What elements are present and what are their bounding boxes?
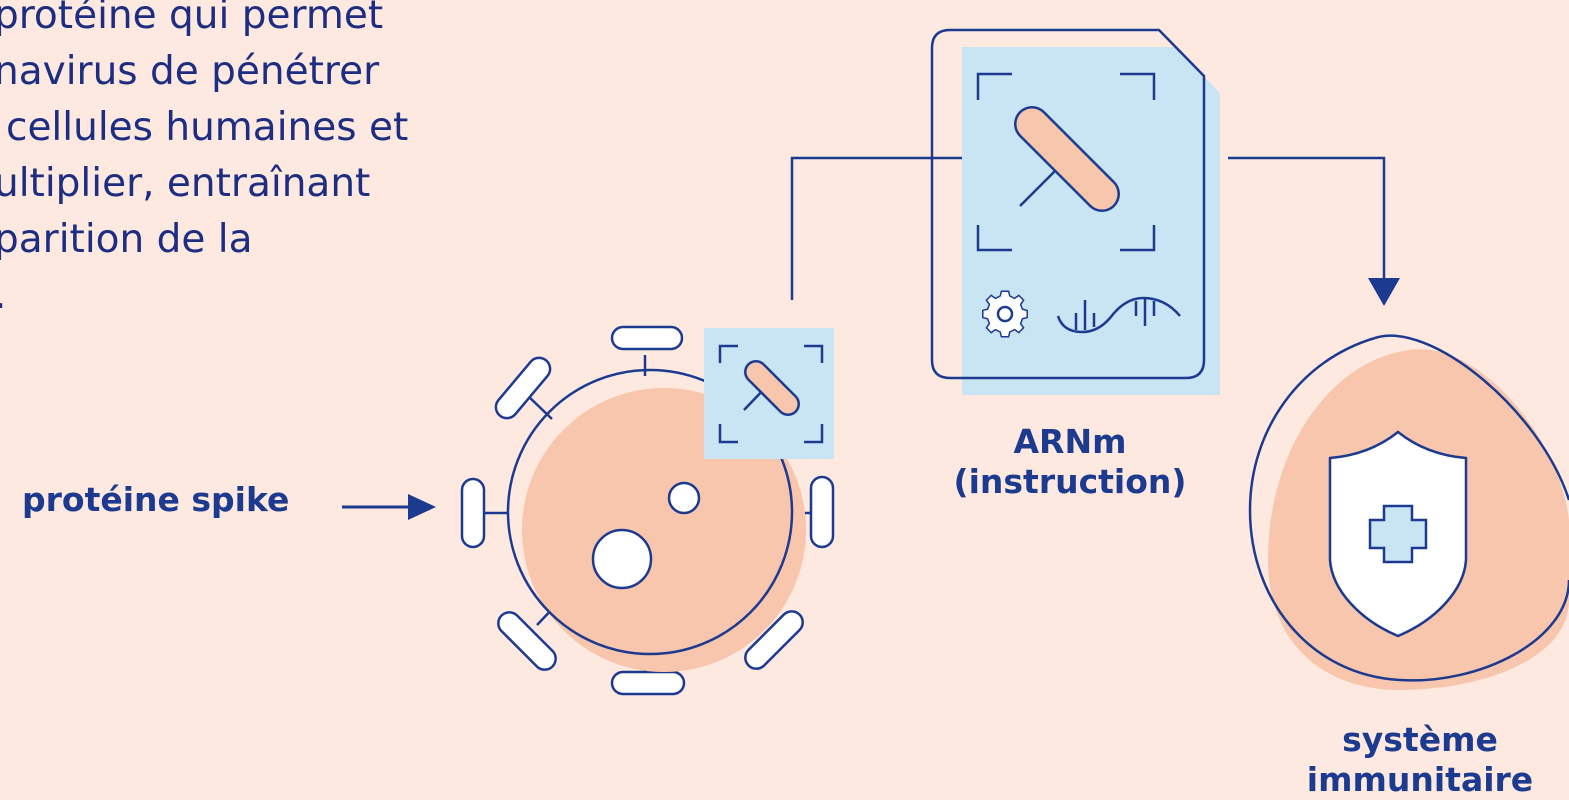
arnm-label: ARNm (instruction) <box>930 422 1210 502</box>
paragraph-line: protéine qui permet <box>0 0 384 38</box>
arnm-label-line1: ARNm <box>1013 422 1127 461</box>
paragraph-line: parition de la <box>0 217 253 262</box>
paragraph-line: ultiplier, entraînant <box>0 161 371 206</box>
description-paragraph: protéine qui permet navirus de pénétrer … <box>0 0 408 324</box>
shield-icon <box>1328 430 1468 638</box>
spike-protein-icon <box>704 328 834 459</box>
arnm-label-line2: (instruction) <box>953 462 1187 501</box>
immune-system-label: système immunitaire <box>1290 720 1550 800</box>
paragraph-line: navirus de pénétrer <box>0 49 380 94</box>
spike-arrow-icon <box>342 494 436 520</box>
rna-strand-icon <box>1056 296 1181 334</box>
paragraph-line: . <box>0 268 408 324</box>
immune-cell-icon <box>1248 334 1569 690</box>
arrow-down-icon <box>1368 278 1400 306</box>
spike-label: protéine spike <box>22 480 290 519</box>
cross-icon <box>1368 504 1428 564</box>
connector-arnm-to-immune <box>1228 156 1400 306</box>
paragraph-line: cellules humaines et <box>6 105 409 150</box>
immune-label-line1: système <box>1342 720 1498 759</box>
mrna-document-icon <box>930 28 1220 395</box>
connector-virus-to-arnm <box>790 156 978 300</box>
immune-label-line2: immunitaire <box>1306 760 1534 799</box>
gear-icon <box>982 290 1028 338</box>
